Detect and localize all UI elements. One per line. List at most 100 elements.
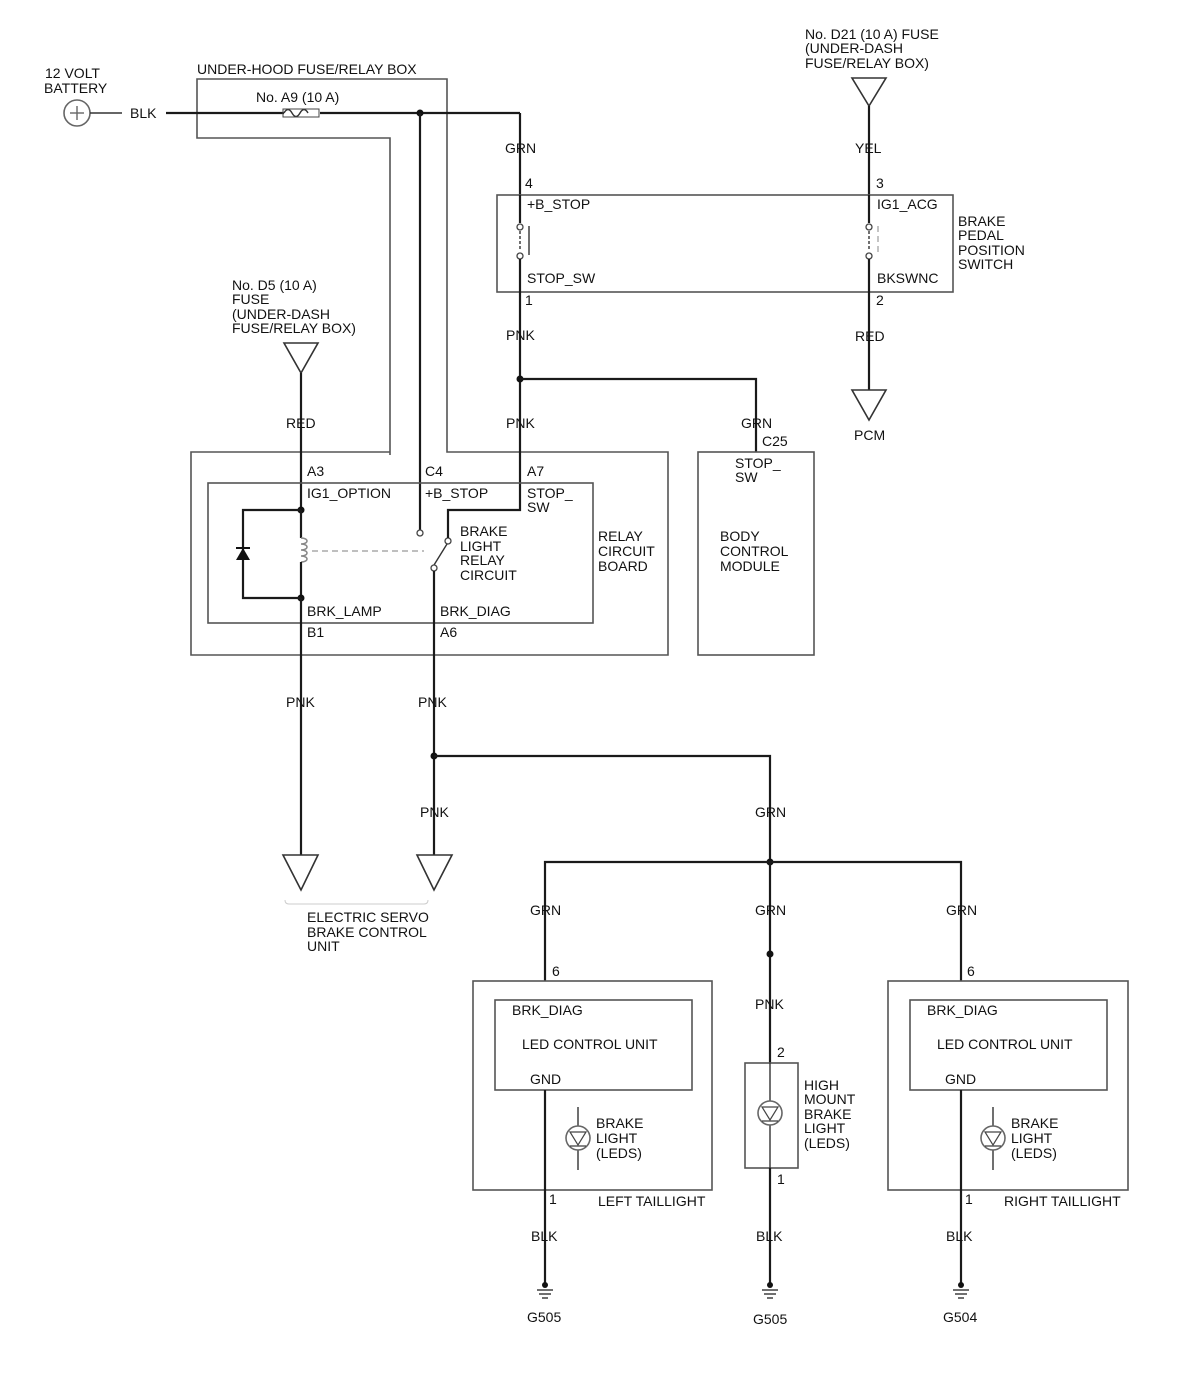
svg-text:MODULE: MODULE	[720, 558, 780, 574]
svg-text:1: 1	[965, 1191, 973, 1207]
svg-text:LED CONTROL UNIT: LED CONTROL UNIT	[522, 1036, 658, 1052]
svg-text:BATTERY: BATTERY	[44, 80, 108, 96]
right-ground-label: G504	[943, 1309, 977, 1325]
brake-pedal-position-switch	[496, 194, 954, 293]
svg-text:2: 2	[777, 1044, 785, 1060]
pcm-wire-label: RED	[855, 328, 885, 344]
svg-text:(LEDS): (LEDS)	[804, 1135, 850, 1151]
svg-text:STOP_SW: STOP_SW	[527, 270, 596, 286]
svg-text:GND: GND	[530, 1071, 561, 1087]
svg-text:1: 1	[549, 1191, 557, 1207]
fuse-d21-symbol	[850, 77, 888, 108]
body-control-module	[697, 451, 815, 656]
brake-light-relay-circuit-label: BRAKE	[460, 523, 507, 539]
fuse-a9-symbol	[282, 108, 320, 118]
svg-text:RELAY: RELAY	[460, 552, 506, 568]
svg-text:SW: SW	[735, 469, 758, 485]
left-brake-led-icon	[565, 1107, 591, 1170]
svg-text:GND: GND	[945, 1071, 976, 1087]
grn-right-wire-label: GRN	[946, 902, 977, 918]
svg-text:LIGHT: LIGHT	[460, 538, 502, 554]
svg-text:LED CONTROL UNIT: LED CONTROL UNIT	[937, 1036, 1073, 1052]
battery: 12 VOLT BATTERY	[44, 65, 108, 127]
relay-coil	[297, 506, 308, 602]
left-led-control-unit	[494, 999, 693, 1091]
svg-text:1: 1	[525, 292, 533, 308]
svg-text:UNIT: UNIT	[307, 938, 340, 954]
svg-text:SWITCH: SWITCH	[958, 256, 1013, 272]
svg-text:BLK: BLK	[531, 1228, 558, 1244]
fuse-d5-wire-label: RED	[286, 415, 316, 431]
svg-text:(UNDER-DASH: (UNDER-DASH	[232, 306, 330, 322]
svg-text:CIRCUIT: CIRCUIT	[460, 567, 517, 583]
svg-text:BOARD: BOARD	[598, 558, 648, 574]
bcm-wire-label: GRN	[741, 415, 772, 431]
pcm-connector-symbol	[850, 389, 888, 422]
high-mount-wire-label: PNK	[755, 996, 784, 1012]
svg-text:BLK: BLK	[756, 1228, 783, 1244]
grn-mid-wire-label: GRN	[755, 902, 786, 918]
stop-switch-contact	[516, 195, 530, 292]
svg-text:4: 4	[525, 175, 533, 191]
middle-ground-symbol	[762, 1282, 778, 1299]
svg-text:LIGHT: LIGHT	[596, 1130, 638, 1146]
svg-text:BRAKE: BRAKE	[1011, 1115, 1058, 1131]
svg-text:IG1_ACG: IG1_ACG	[877, 196, 938, 212]
fuse-d5-symbol	[282, 342, 320, 375]
relay-board-title: RELAY	[598, 528, 644, 544]
svg-text:6: 6	[967, 963, 975, 979]
left-taillight-title: LEFT TAILLIGHT	[598, 1193, 706, 1209]
svg-text:BRK_LAMP: BRK_LAMP	[307, 603, 382, 619]
electric-servo-label: ELECTRIC SERVO	[307, 909, 429, 925]
svg-text:A6: A6	[440, 624, 457, 640]
grn-left-wire-label: GRN	[530, 902, 561, 918]
svg-text:BRK_DIAG: BRK_DIAG	[927, 1002, 998, 1018]
svg-text:6: 6	[552, 963, 560, 979]
svg-text:BKSWNC: BKSWNC	[877, 270, 938, 286]
servo-connector-a6	[415, 854, 454, 892]
under-hood-box	[190, 78, 669, 656]
svg-text:2: 2	[876, 292, 884, 308]
right-taillight	[887, 980, 1129, 1191]
svg-text:BRK_DIAG: BRK_DIAG	[440, 603, 511, 619]
fuse-d21-wire-label: YEL	[855, 140, 882, 156]
fuse-d21-label: No. D21 (10 A) FUSE	[805, 26, 939, 42]
svg-text:+B_STOP: +B_STOP	[425, 485, 488, 501]
svg-text:FUSE/RELAY BOX): FUSE/RELAY BOX)	[232, 320, 356, 336]
right-taillight-title: RIGHT TAILLIGHT	[1004, 1193, 1121, 1209]
svg-text:C4: C4	[425, 463, 443, 479]
middle-ground-label: G505	[753, 1311, 787, 1327]
svg-text:POSITION: POSITION	[958, 242, 1025, 258]
high-mount-title: HIGH	[804, 1077, 839, 1093]
battery-wire-label: BLK	[130, 105, 157, 121]
high-mount-led-icon	[757, 1100, 783, 1126]
a6-wire-label: PNK	[418, 694, 447, 710]
svg-text:PNK: PNK	[506, 415, 535, 431]
svg-text:STOP_: STOP_	[735, 455, 781, 471]
svg-text:(LEDS): (LEDS)	[1011, 1145, 1057, 1161]
svg-text:A7: A7	[527, 463, 544, 479]
svg-text:CONTROL: CONTROL	[720, 543, 789, 559]
svg-text:STOP_: STOP_	[527, 485, 573, 501]
fuse-a9-label: No. A9 (10 A)	[256, 89, 339, 105]
svg-text:MOUNT: MOUNT	[804, 1091, 856, 1107]
svg-text:IG1_OPTION: IG1_OPTION	[307, 485, 391, 501]
svg-text:SW: SW	[527, 499, 550, 515]
svg-text:BRAKE CONTROL: BRAKE CONTROL	[307, 924, 427, 940]
relay-diode	[236, 508, 301, 600]
pcm-label: PCM	[854, 427, 885, 443]
servo-connector-b1	[281, 854, 320, 892]
svg-text:PEDAL: PEDAL	[958, 227, 1004, 243]
svg-text:3: 3	[876, 175, 884, 191]
svg-text:BRAKE: BRAKE	[596, 1115, 643, 1131]
battery-label: 12 VOLT	[45, 65, 100, 81]
b1-wire-label: PNK	[286, 694, 315, 710]
svg-text:(UNDER-DASH: (UNDER-DASH	[805, 40, 903, 56]
svg-text:BLK: BLK	[946, 1228, 973, 1244]
servo-wire-label: PNK	[420, 804, 449, 820]
svg-text:C25: C25	[762, 433, 788, 449]
bpps-input-wire-label: GRN	[505, 140, 536, 156]
bpps-title: BRAKE	[958, 213, 1005, 229]
svg-text:FUSE: FUSE	[232, 291, 269, 307]
